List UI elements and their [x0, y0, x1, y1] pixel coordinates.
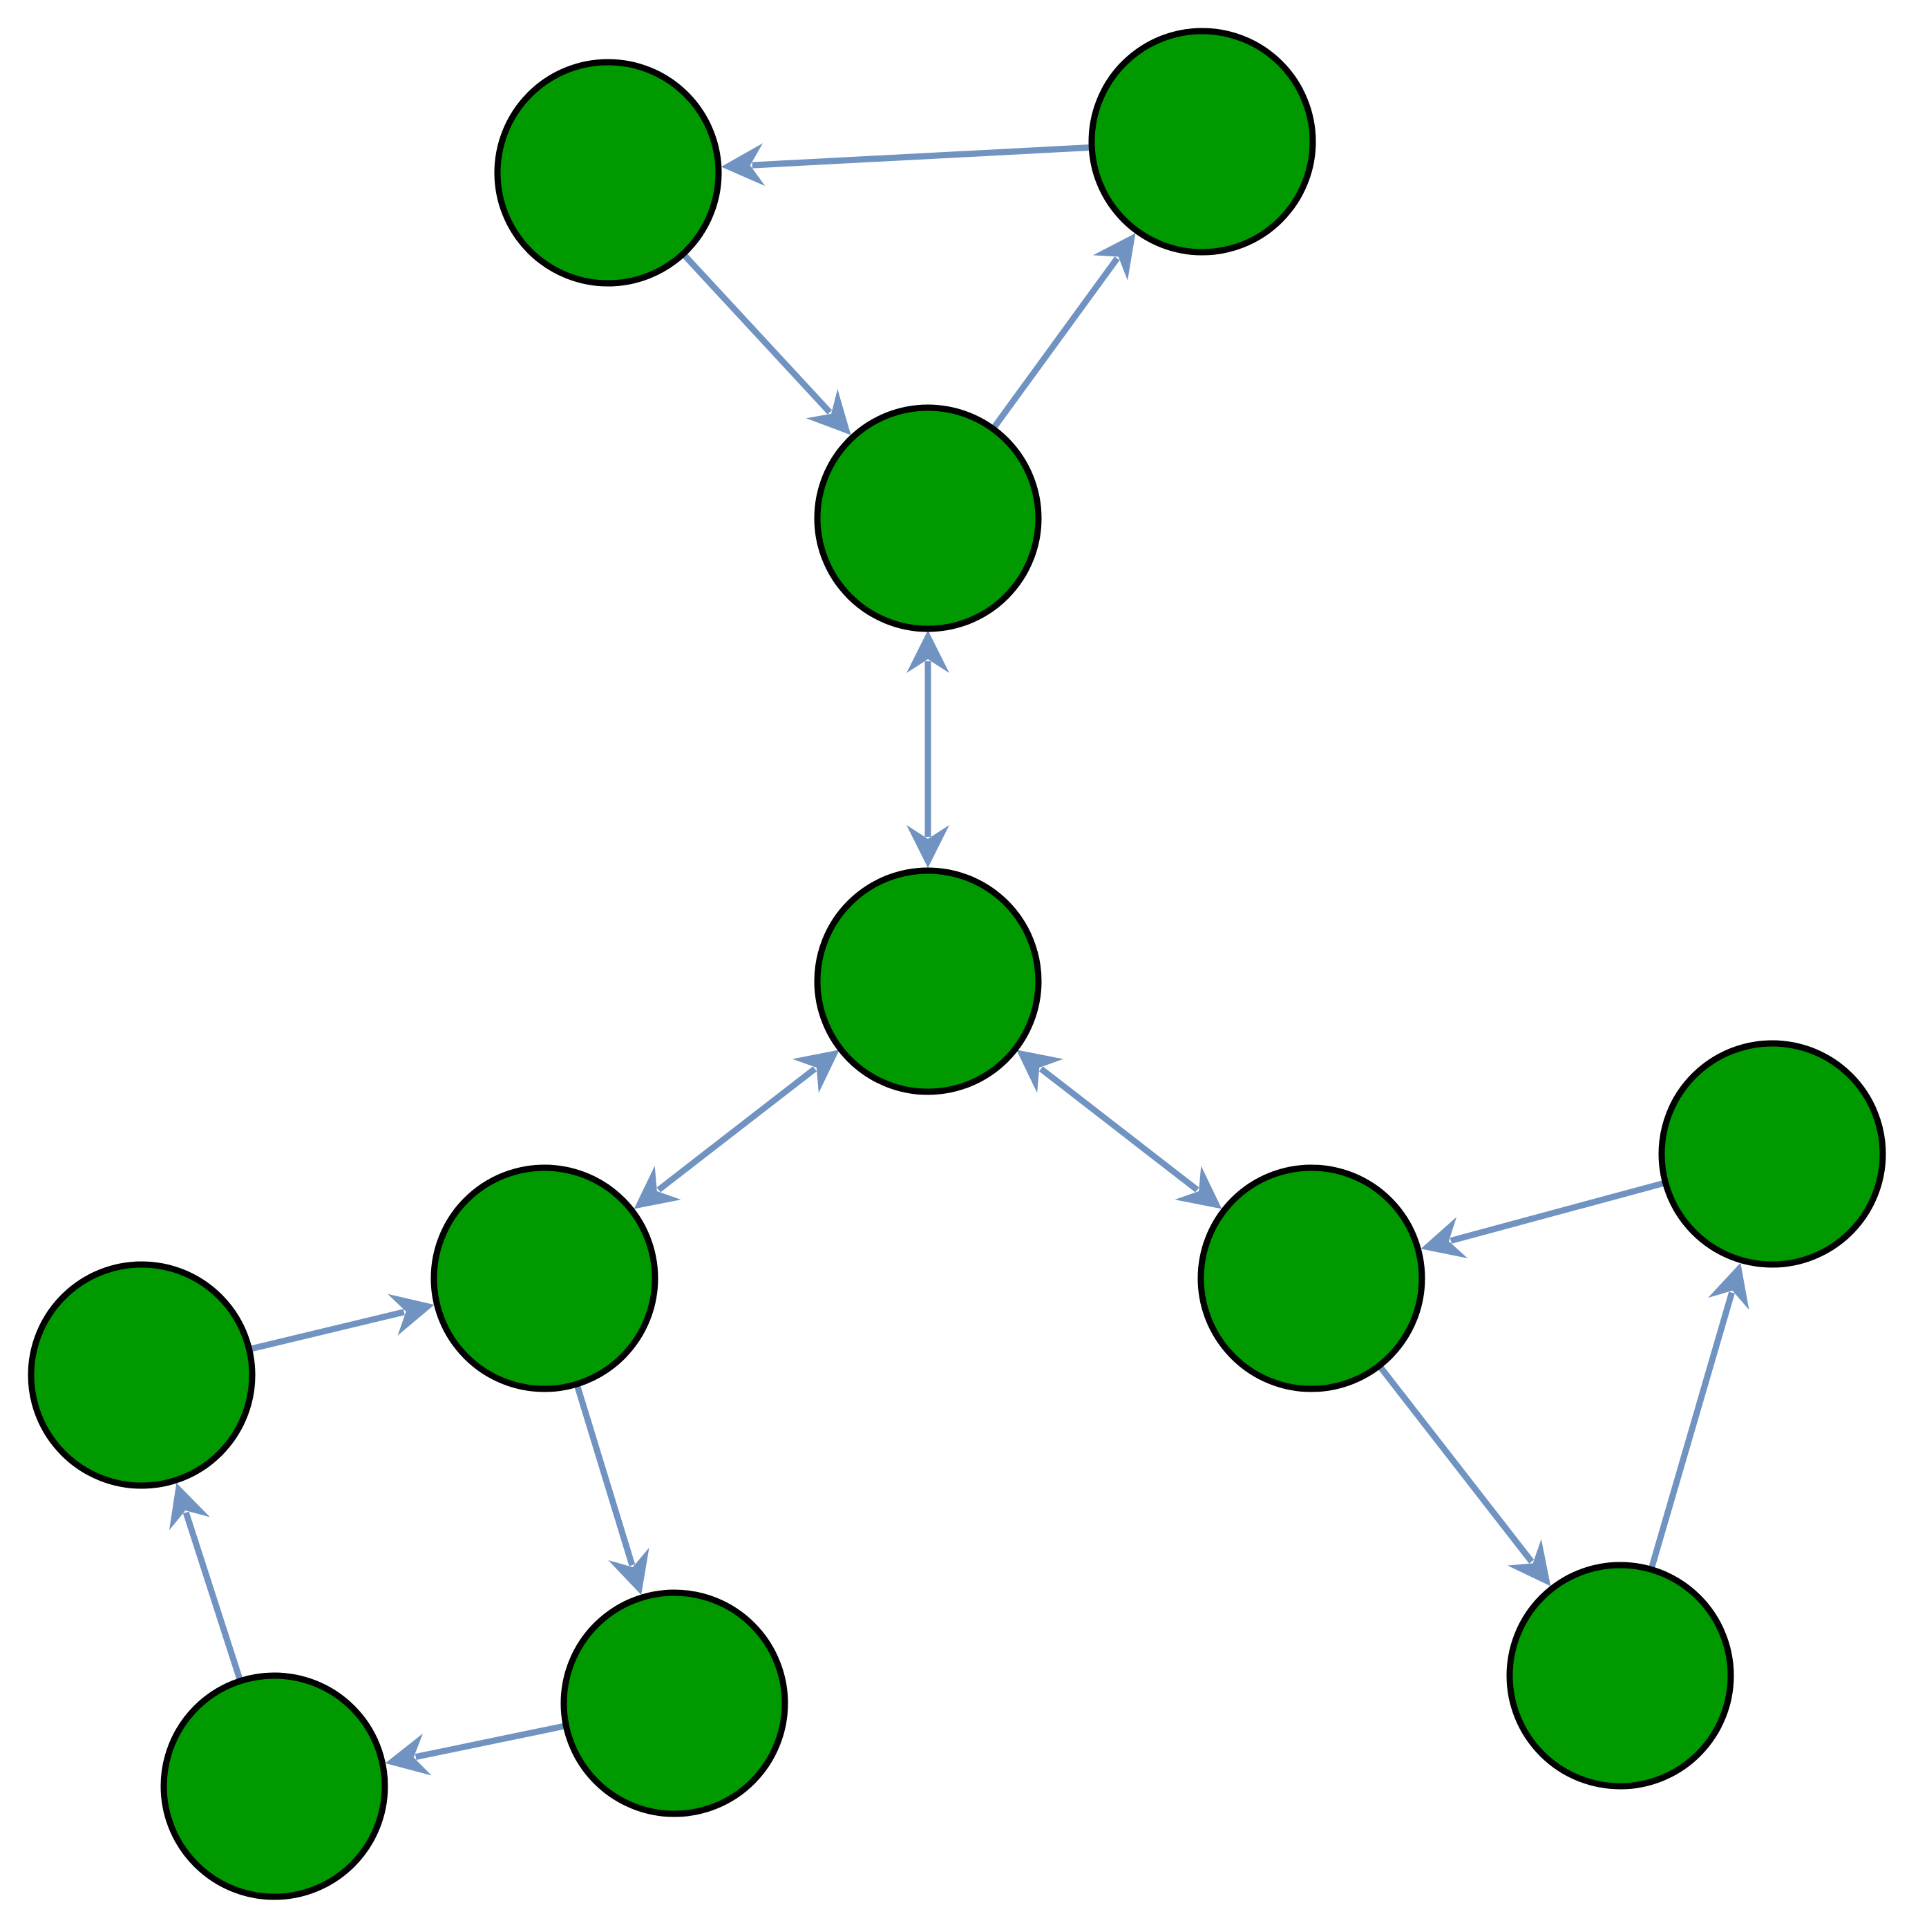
edge-n7-n5 [249, 1294, 435, 1352]
edge-line [656, 1066, 817, 1193]
edge-layer [169, 143, 1749, 1776]
edge-n8-n6 [1421, 1180, 1665, 1259]
arrow-head [1708, 1262, 1749, 1310]
edge-n5-n10 [574, 1384, 649, 1595]
edge-line [991, 256, 1120, 430]
graph-node-n6 [1197, 1164, 1425, 1392]
graph-node-n9 [160, 1672, 388, 1900]
edge-line [1450, 1180, 1665, 1244]
edge-line [182, 1511, 243, 1681]
edge-n4-n6 [1016, 1050, 1222, 1209]
edge-n12-n8 [1649, 1262, 1749, 1569]
arrow-head [169, 1483, 210, 1531]
edge-n3-n4 [906, 630, 949, 868]
edge-n6-n12 [1377, 1365, 1551, 1587]
arrow-head [634, 1166, 681, 1209]
arrow-head [906, 825, 949, 868]
arrow-head [388, 1294, 435, 1336]
arrow-head [721, 143, 766, 187]
edge-line [752, 144, 1091, 169]
edge-line [1377, 1365, 1535, 1564]
edge-line [574, 1384, 636, 1566]
arrow-head [906, 630, 949, 673]
arrow-head [385, 1733, 432, 1776]
arrow-head [1421, 1217, 1468, 1259]
graph-node-n2 [1088, 28, 1316, 256]
edge-line [249, 1309, 405, 1352]
graph-node-n10 [560, 1589, 788, 1817]
graph-node-n7 [28, 1261, 256, 1489]
graph-node-n1 [494, 59, 722, 287]
arrow-head [608, 1547, 649, 1595]
edge-line [1038, 1066, 1199, 1193]
node-layer [28, 28, 1886, 1900]
arrow-head [1016, 1050, 1064, 1093]
edge-n9-n7 [169, 1483, 243, 1681]
edge-n10-n9 [385, 1723, 566, 1776]
arrow-head [792, 1050, 839, 1093]
graph-node-n8 [1658, 1040, 1886, 1268]
graph-node-n12 [1506, 1562, 1734, 1790]
arrow-head [1092, 233, 1136, 281]
edge-n3-n2 [991, 233, 1136, 430]
edge-n4-n5 [634, 1050, 839, 1209]
graph-node-n3 [814, 404, 1042, 632]
graph-node-n4 [814, 867, 1042, 1095]
graph-node-n5 [430, 1164, 658, 1392]
arrow-head [1507, 1539, 1551, 1587]
edge-n2-n1 [721, 143, 1091, 187]
arrow-head [1175, 1166, 1222, 1209]
arrow-head [806, 389, 851, 435]
edge-n1-n3 [681, 252, 851, 435]
edge-line [681, 252, 833, 415]
edge-line [1649, 1291, 1735, 1569]
edge-line [415, 1723, 566, 1760]
